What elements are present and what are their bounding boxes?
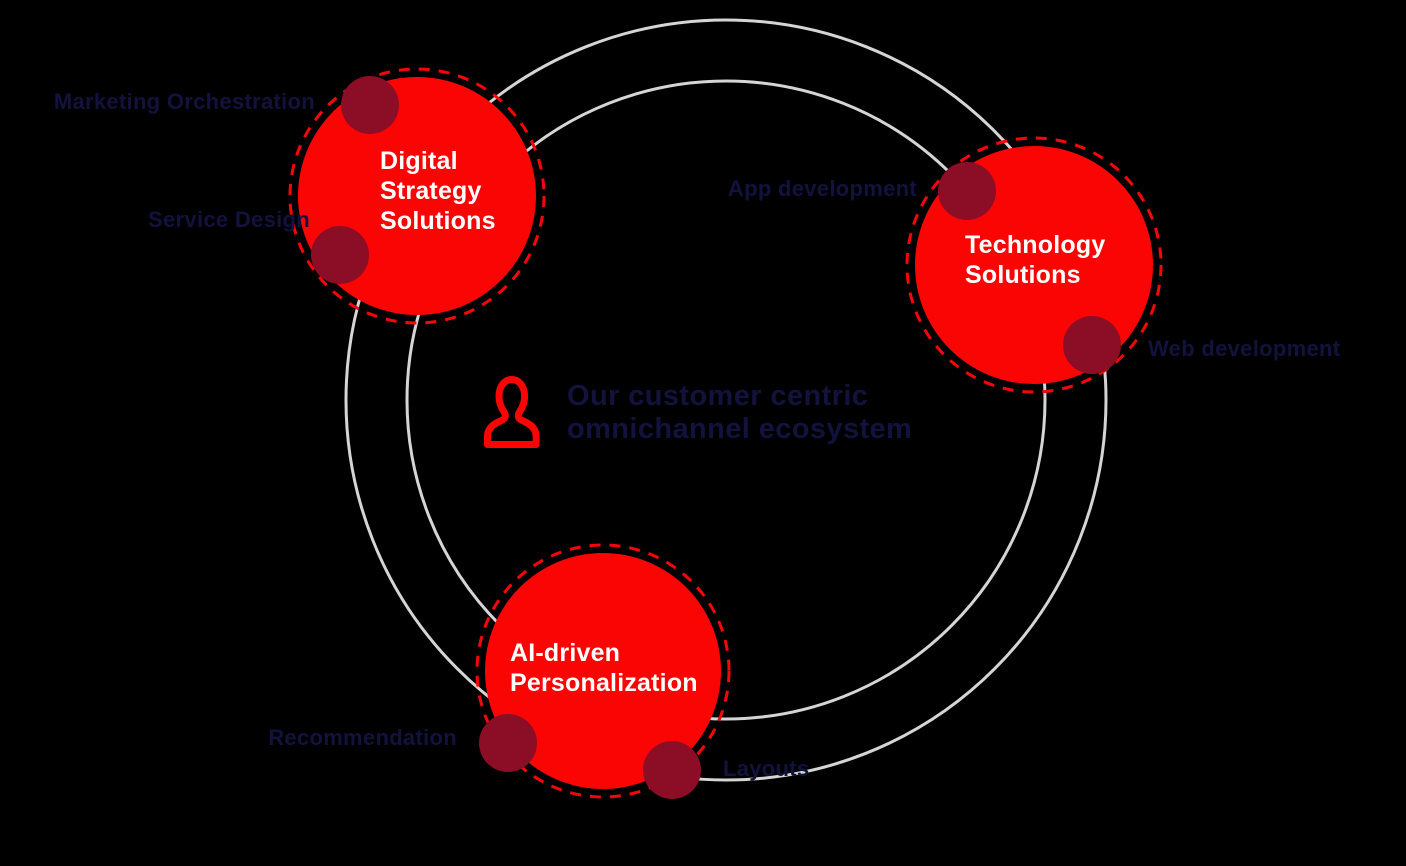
node-label-line: AI-driven xyxy=(510,639,621,667)
person-icon xyxy=(484,376,540,448)
node-label-ai-driven-personalization: AI-driven Personalization xyxy=(510,638,698,698)
node-label-line: Solutions xyxy=(965,261,1081,289)
center-heading: Our customer centric omnichannel ecosyst… xyxy=(567,380,912,446)
satellite-label-marketing-orchestration: Marketing Orchestration xyxy=(53,89,315,114)
satellite-label-web-development: Web development xyxy=(1148,336,1341,361)
dashed-outline-circle xyxy=(905,136,1163,394)
satellite-dot-app-development xyxy=(938,162,996,220)
node-label-digital-strategy-solutions: Digital Strategy Solutions xyxy=(380,146,496,236)
satellite-dot-marketing-orchestration xyxy=(341,76,399,134)
node-technology-solutions xyxy=(905,136,1163,394)
node-label-line: Solutions xyxy=(380,207,496,235)
satellite-dot-recommendation xyxy=(479,714,537,772)
node-label-line: Digital xyxy=(380,147,458,175)
node-label-line: Technology xyxy=(965,231,1106,259)
satellite-label-recommendation: Recommendation xyxy=(268,725,457,750)
satellite-dot-service-design xyxy=(311,226,369,284)
dashed-outline-circle xyxy=(475,543,731,799)
center-heading-line1: Our customer centric xyxy=(567,380,869,412)
satellite-label-service-design: Service Design xyxy=(148,207,310,232)
node-circle xyxy=(485,553,721,789)
node-ai-driven-personalization xyxy=(475,543,731,799)
orbit-ring-outer xyxy=(344,18,1108,782)
node-label-line: Personalization xyxy=(510,669,698,697)
center-heading-line2: omnichannel ecosystem xyxy=(567,413,913,445)
dashed-outline-circle xyxy=(288,67,546,325)
orbit-ring-inner xyxy=(405,79,1047,721)
node-label-line: Strategy xyxy=(380,177,482,205)
node-label-technology-solutions: Technology Solutions xyxy=(965,230,1105,290)
satellite-label-layouts: Layouts xyxy=(723,756,810,781)
satellite-label-app-development: App development xyxy=(727,176,917,201)
node-digital-strategy-solutions xyxy=(288,67,546,325)
satellite-dot-web-development xyxy=(1063,316,1121,374)
satellite-dot-layouts xyxy=(643,741,701,799)
